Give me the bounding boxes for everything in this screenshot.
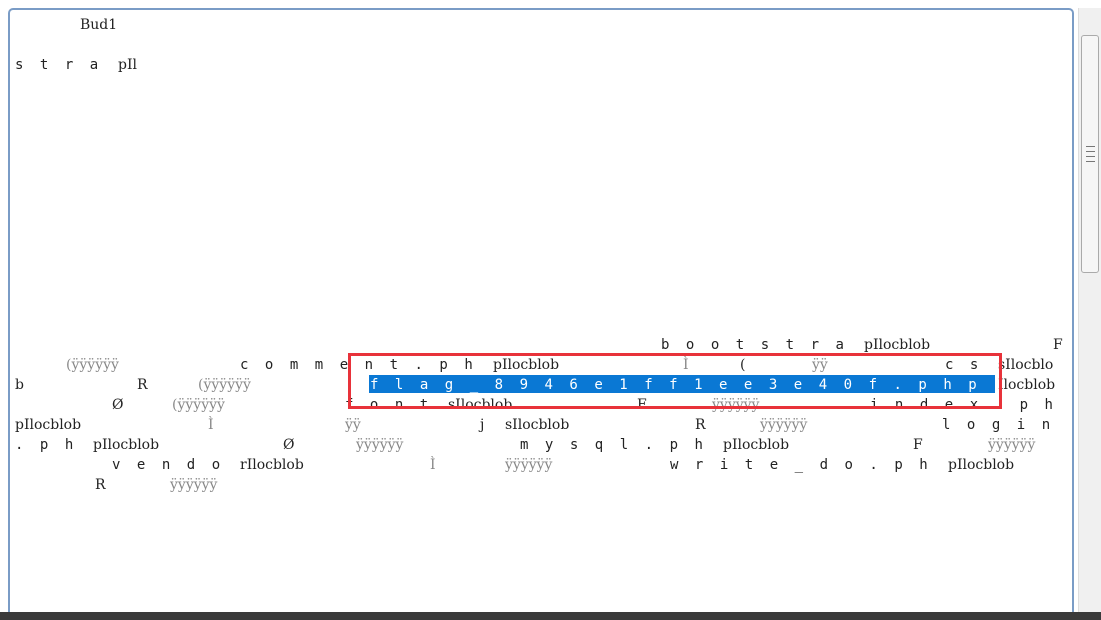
text-segment: ÿÿÿÿÿÿ	[712, 397, 760, 413]
text-segment: R	[695, 417, 706, 433]
text-segment: F	[637, 397, 647, 413]
text-segment: stra	[15, 57, 115, 73]
text-segment: Ì	[208, 417, 214, 433]
text-segment: ÿÿÿÿÿÿ	[170, 477, 218, 493]
text-segment: pIlocblob	[948, 457, 1015, 473]
text-segment: rIlocblob	[240, 457, 304, 473]
text-segment: Ø	[112, 397, 124, 413]
text-segment: F	[913, 437, 923, 453]
text-segment: R	[95, 477, 106, 493]
text-segment: ÿÿÿÿÿÿ	[356, 437, 404, 453]
text-segment: (ÿÿÿÿÿÿ	[66, 357, 119, 373]
text-segment: login	[942, 417, 1067, 433]
text-segment: pIlocblob	[93, 437, 160, 453]
text-segment: j	[480, 417, 485, 433]
flag-filename-text: flag_8946e1ff1ee3e40f.php	[370, 377, 994, 393]
text-segment: pIlocblob	[15, 417, 82, 433]
text-segment: sIlocblob	[505, 417, 570, 433]
text-selection-highlight	[369, 375, 995, 393]
text-segment: pIlocblob	[864, 337, 931, 353]
file-signature-text: Bud1	[80, 17, 118, 33]
text-segment: (ÿÿÿÿÿÿ	[198, 377, 251, 393]
text-segment: ÿÿ	[345, 417, 361, 433]
text-segment: ÿÿÿÿÿÿ	[505, 457, 553, 473]
text-segment: ÿÿ	[812, 357, 828, 373]
annotation-red-box	[348, 353, 1002, 409]
text-segment: bootstra	[661, 337, 861, 353]
text-segment: cs	[945, 357, 995, 373]
text-segment: font	[345, 397, 445, 413]
text-segment: Ø	[283, 437, 295, 453]
text-segment: write_do.ph	[670, 457, 945, 473]
text-segment: index.ph	[870, 397, 1070, 413]
text-segment: sIlocblob	[448, 397, 513, 413]
text-segment: (ÿÿÿÿÿÿ	[172, 397, 225, 413]
text-segment: ÿÿÿÿÿÿ	[760, 417, 808, 433]
taskbar	[0, 612, 1101, 620]
grip-icon	[1086, 146, 1095, 162]
text-segment: pIlocblob	[493, 357, 560, 373]
scrollbar-thumb[interactable]	[1081, 35, 1099, 273]
text-segment: mysql.ph	[520, 437, 720, 453]
text-segment: .ph	[15, 437, 90, 453]
text-segment: F	[1053, 337, 1063, 353]
text-segment: R	[137, 377, 148, 393]
text-segment: Ì	[683, 357, 689, 373]
text-segment: ÿÿÿÿÿÿ	[988, 437, 1036, 453]
text-segment: pIl	[118, 57, 137, 73]
file-content-frame	[8, 8, 1074, 618]
text-segment: Ilocblob	[998, 377, 1056, 393]
text-segment: comment.ph	[240, 357, 490, 373]
text-segment: Ì	[430, 457, 436, 473]
text-segment: b	[15, 377, 24, 393]
text-segment: vendo	[112, 457, 237, 473]
text-segment: sIlocblo	[998, 357, 1054, 373]
text-segment: pIlocblob	[723, 437, 790, 453]
vertical-scrollbar[interactable]	[1078, 8, 1101, 612]
text-segment: (	[740, 357, 746, 373]
